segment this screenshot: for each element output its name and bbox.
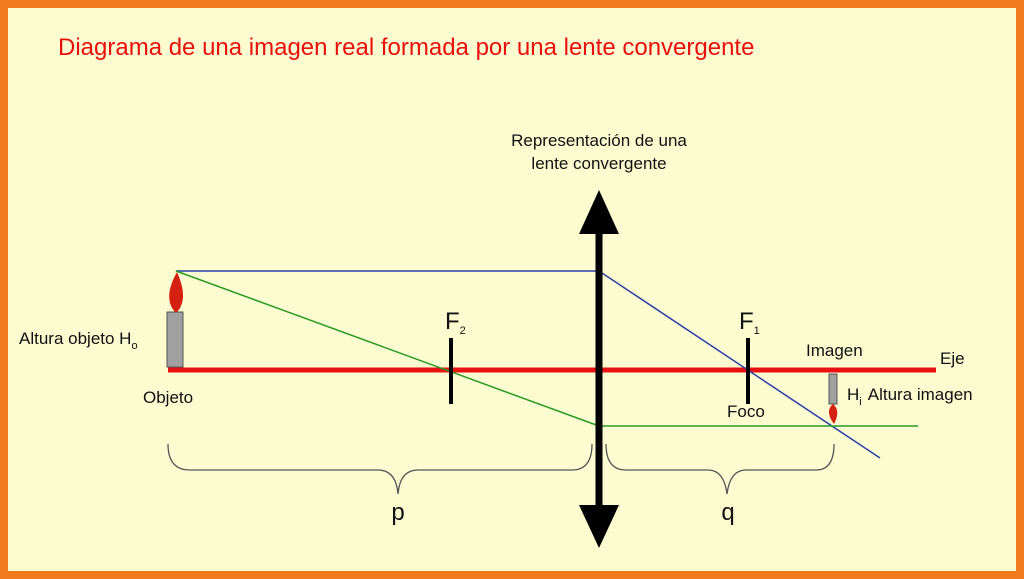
image-label: Imagen	[806, 341, 863, 360]
object-candle	[166, 272, 184, 368]
ray-parallel-refracted	[598, 270, 881, 459]
focal-label-f1: F1	[739, 308, 760, 337]
object-label: Objeto	[143, 388, 193, 407]
image-flame-icon	[828, 404, 838, 424]
distance-p-label: p	[391, 499, 404, 526]
converging-lens-symbol	[579, 190, 619, 548]
foco-label: Foco	[727, 402, 765, 421]
brace-p	[167, 443, 593, 495]
diagram-title: Diagrama de una imagen real formada por …	[58, 34, 754, 61]
image-candle	[828, 373, 838, 424]
focal-label-f2: F2	[445, 308, 466, 337]
brace-q	[605, 443, 835, 495]
axis-label: Eje	[940, 349, 965, 368]
lens-caption-line1: Representación de una	[511, 131, 687, 150]
lens-caption-line2: lente convergente	[531, 154, 666, 173]
object-flame-icon	[169, 272, 184, 312]
distance-q-label: q	[721, 499, 734, 526]
ray-focal-incident	[175, 270, 600, 427]
object-height-label: Altura objeto Ho	[19, 329, 138, 352]
